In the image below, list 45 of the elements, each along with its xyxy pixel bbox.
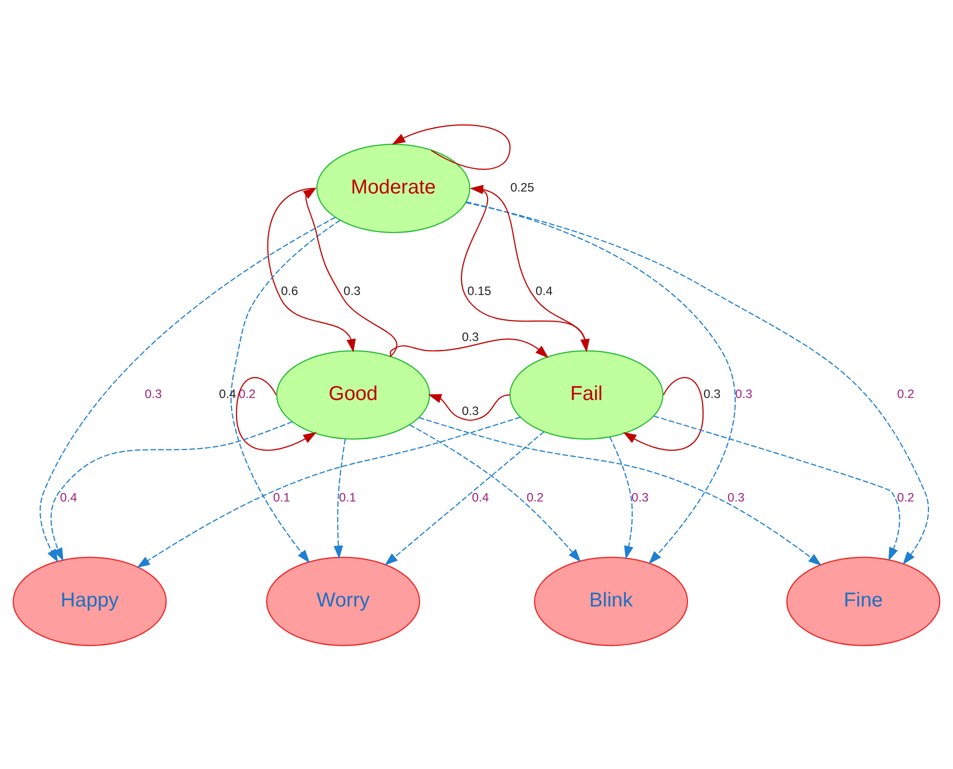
edge-label: 0.1 xyxy=(339,490,356,504)
edge-label: 0.2 xyxy=(897,386,914,401)
edge-label: 0.4 xyxy=(60,490,78,504)
edge-label: 0.6 xyxy=(280,283,298,298)
arrow xyxy=(40,216,336,562)
arrow xyxy=(392,124,511,170)
edge-label: 0.3 xyxy=(728,490,745,504)
arrow xyxy=(236,376,317,450)
arrow xyxy=(609,436,634,559)
arrow xyxy=(230,219,340,563)
node-ellipse: Fail xyxy=(509,350,664,440)
node-ellipse: Fine xyxy=(786,556,940,646)
node-ellipse: Blink xyxy=(534,556,688,646)
arrow xyxy=(466,200,736,564)
arrow xyxy=(622,376,704,450)
node-ellipse: Good xyxy=(276,350,430,440)
arrow xyxy=(466,202,929,564)
edge-label: 0.3 xyxy=(144,386,162,401)
edge-label: 0.4 xyxy=(219,386,236,401)
arrow xyxy=(409,424,581,562)
edge-label: 0.4 xyxy=(472,490,489,504)
edge-label: 0.2 xyxy=(897,490,914,504)
edge-label: 0.4 xyxy=(536,283,553,298)
node-ellipse: Moderate xyxy=(316,143,470,233)
edge-label: 0.3 xyxy=(704,386,721,401)
edge-label: 0.2 xyxy=(526,490,544,504)
arrow xyxy=(654,415,900,560)
arrow xyxy=(50,420,293,561)
arrow xyxy=(302,186,398,356)
arrow xyxy=(384,430,544,566)
arrow xyxy=(334,438,346,559)
arrow xyxy=(389,338,549,358)
node-ellipse: Worry xyxy=(266,556,420,646)
edge-label: 0.15 xyxy=(467,283,492,298)
arrow xyxy=(418,416,822,566)
edge-label: 0.3 xyxy=(632,490,649,504)
edge-label: 0.1 xyxy=(273,490,290,504)
edge-label: 0.3 xyxy=(344,283,361,298)
arrow xyxy=(267,187,356,352)
edge-label: 0.25 xyxy=(510,180,534,194)
arrow xyxy=(428,394,510,420)
edge-label: 0.3 xyxy=(735,386,752,401)
edge-label: 0.3 xyxy=(462,403,479,418)
arrow xyxy=(136,416,521,568)
edge-label: 0.3 xyxy=(462,330,479,344)
